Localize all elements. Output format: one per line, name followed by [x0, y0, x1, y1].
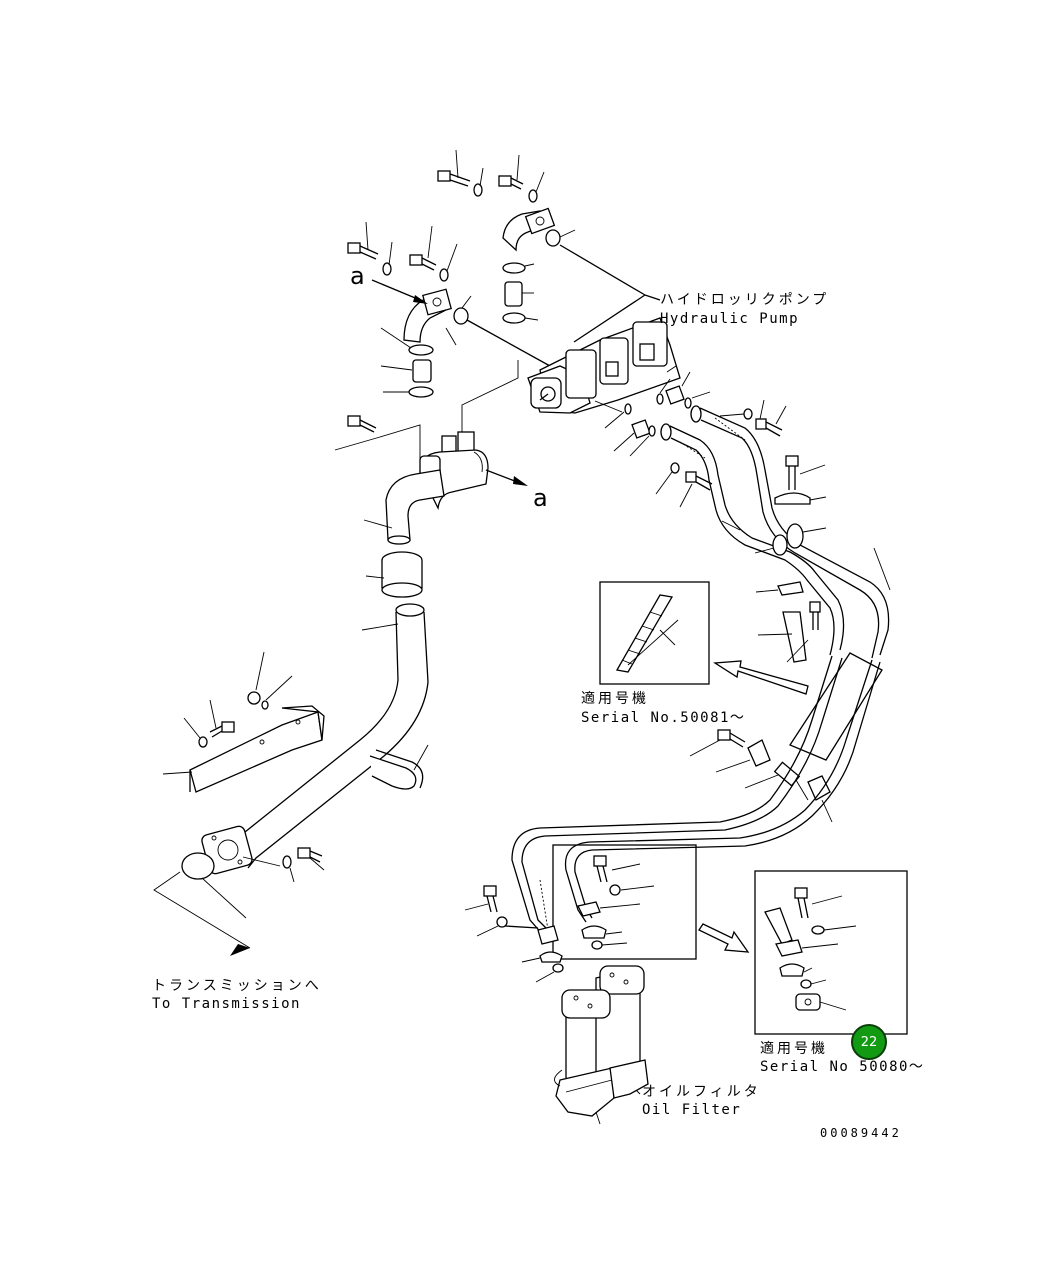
- pressure-hoses: [660, 405, 890, 659]
- bolt-3: [347, 221, 379, 260]
- oil-filter: [554, 965, 649, 1125]
- hydraulic-pump-label-jp: ハイドロッリクポンプ: [660, 292, 830, 308]
- hydraulic-pump: [527, 294, 681, 414]
- inset-serial-upper: [599, 581, 809, 695]
- drawing-number: 00089442: [820, 1126, 902, 1140]
- o-ring-right: [545, 229, 561, 247]
- o-ring-left: [453, 307, 469, 325]
- return-hoses: [511, 655, 881, 937]
- bolt-4: [409, 225, 437, 271]
- callout-a-bottom: a: [533, 484, 548, 512]
- serial-upper-label-en: Serial No.50081～: [581, 710, 746, 726]
- bolt-2: [498, 154, 524, 190]
- suction-coupling: [365, 551, 423, 598]
- pump-outlet-fittings: [604, 371, 711, 457]
- washer-4: [439, 268, 449, 282]
- clamp-r1: [502, 262, 526, 274]
- hose-band: [789, 652, 883, 761]
- serial-lower-label-en: Serial No 50080～: [760, 1059, 925, 1075]
- upper-right-elbow: [502, 207, 646, 324]
- suction-elbow: [363, 469, 445, 545]
- callout-a-arrow-top: [371, 279, 428, 304]
- hydraulic-pump-label-en: Hydraulic Pump: [660, 311, 800, 327]
- washer-2: [528, 189, 538, 203]
- clamp-r2: [502, 312, 526, 324]
- transmission-gasket: [153, 852, 251, 956]
- serial-lower-label-jp: 適用号機: [760, 1041, 828, 1057]
- oil-filter-label-en: Oil Filter: [642, 1102, 742, 1118]
- transmission-label-jp: トランスミッションへ: [152, 978, 322, 994]
- suction-pipe: [201, 603, 429, 875]
- washer-3: [382, 262, 392, 276]
- hose-fasteners-right: [655, 399, 827, 596]
- oil-filter-label-jp: オイルフィルタ: [642, 1084, 761, 1100]
- hose-l: [412, 359, 432, 383]
- filter-fittings-left: [464, 885, 564, 983]
- hose-r: [504, 281, 523, 307]
- washer-1: [473, 183, 483, 197]
- transmission-label-en: To Transmission: [152, 996, 301, 1012]
- upper-bolt-set: [347, 149, 545, 282]
- pipe-bolt: [242, 847, 325, 883]
- callout-badge[interactable]: 22: [851, 1024, 887, 1060]
- callout-a-top: a: [350, 262, 365, 290]
- hose-bracket: [757, 547, 891, 663]
- inset-filter-fittings: [552, 844, 697, 960]
- clamp-l2: [408, 386, 434, 398]
- inset-serial-lower: [754, 870, 908, 1035]
- clamp-l1: [408, 344, 434, 356]
- serial-upper-label-jp: 適用号機: [581, 691, 649, 707]
- upper-left-elbow: [380, 288, 551, 398]
- u-bolt-clamp: [369, 744, 429, 790]
- bolt-1: [437, 149, 471, 187]
- mounting-bracket: [162, 651, 325, 793]
